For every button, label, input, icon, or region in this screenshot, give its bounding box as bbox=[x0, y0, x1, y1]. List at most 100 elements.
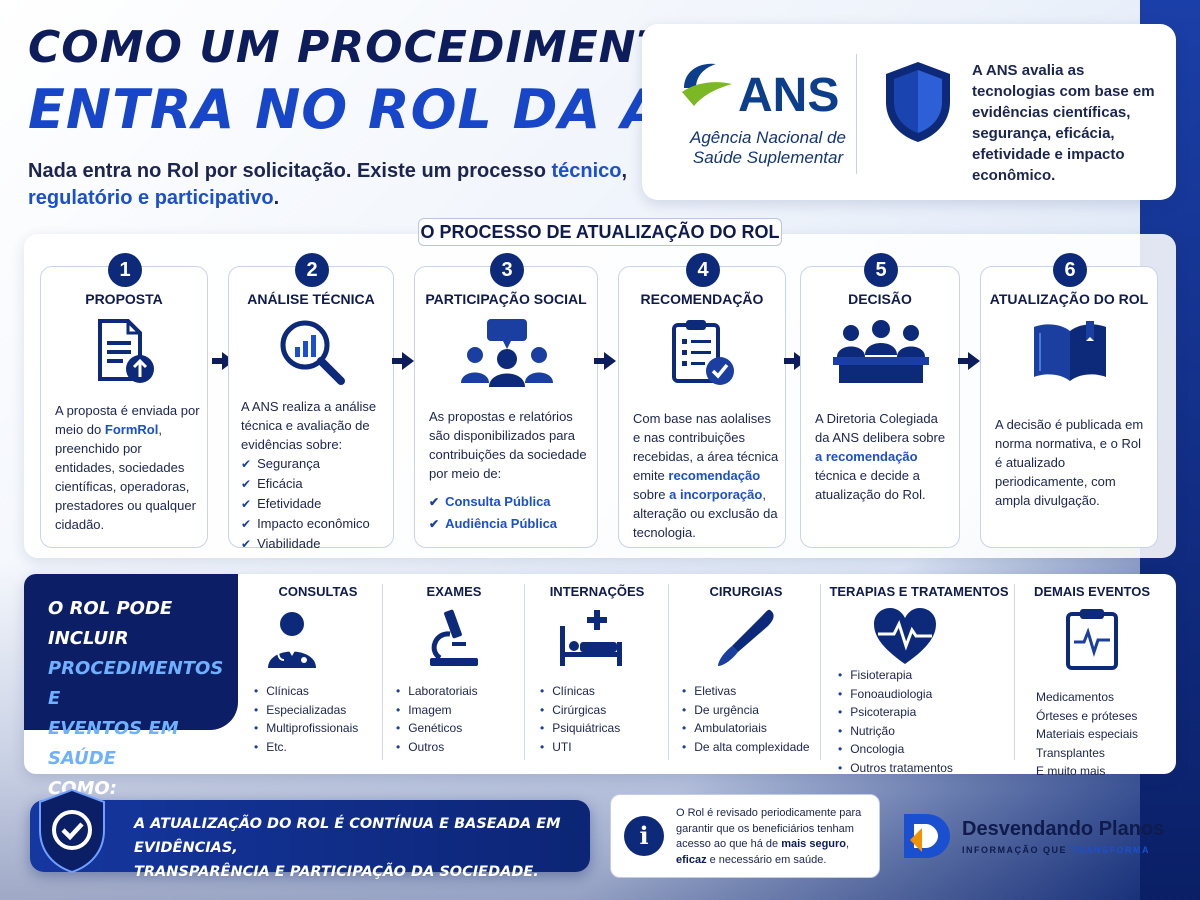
ans-description: A ANS avalia as tecnologias com base em … bbox=[972, 62, 1155, 184]
agency-name: Agência Nacional de Saúde Suplementar bbox=[690, 128, 846, 167]
step-text-part: , alteração ou exclusão da tecnologia. bbox=[633, 487, 778, 540]
step-title: DECISÃO bbox=[848, 291, 912, 307]
info-bold: eficaz bbox=[676, 853, 707, 866]
info-text-part: O Rol é revisado periodicamente para gar… bbox=[676, 807, 862, 850]
subtitle-highlight: técnico bbox=[551, 160, 622, 182]
category-item: Eletivas bbox=[682, 682, 810, 701]
step-number: 2 bbox=[295, 253, 329, 287]
brand-tagline-highlight: TRANSFORMA bbox=[1071, 845, 1150, 855]
brand-tagline-part: INFORMAÇÃO QUE bbox=[962, 845, 1071, 855]
hospital-bed-icon bbox=[560, 610, 622, 666]
step-description: A proposta é enviada por meio do FormRol… bbox=[55, 401, 201, 534]
category-item: Outros bbox=[396, 738, 478, 757]
participation-item: Consulta Pública bbox=[429, 491, 589, 513]
category-item: Laboratoriais bbox=[396, 682, 477, 701]
step-description: As propostas e relatórios são disponibil… bbox=[429, 407, 589, 535]
category-item: Clínicas bbox=[254, 682, 358, 701]
step-text-part: sobre bbox=[633, 487, 670, 502]
category-item: Imagem bbox=[396, 701, 478, 720]
category-item: Especializadas bbox=[254, 701, 358, 720]
divider bbox=[524, 584, 525, 760]
category-item: UTI bbox=[540, 738, 620, 757]
category-item: Psiquiátricas bbox=[540, 719, 620, 738]
category-items: Eletivas De urgência Ambulatoriais De al… bbox=[682, 682, 810, 756]
category-terapias: TERAPIAS E TRATAMENTOS Fisioterapia Fono… bbox=[828, 584, 1010, 775]
rol-intro-line: PROCEDIMENTOS E bbox=[48, 658, 224, 709]
scalpel-icon bbox=[718, 609, 774, 666]
category-item: Nutrição bbox=[838, 722, 953, 741]
step-text-part: , preenchido por entidades, sociedades c… bbox=[55, 422, 196, 532]
brand-name: Desvendando Planos bbox=[962, 818, 1165, 840]
info-bold: mais seguro bbox=[781, 838, 847, 850]
criteria-item: Impacto econômico bbox=[241, 514, 387, 534]
conclusion-line: A ATUALIZAÇÃO DO ROL É CONTÍNUA E BASEAD… bbox=[134, 816, 561, 856]
step-text-part: A ANS realiza a análise técnica e avalia… bbox=[241, 399, 377, 452]
process-section-title: O PROCESSO DE ATUALIZAÇÃO DO ROL bbox=[418, 218, 782, 246]
document-upload-icon bbox=[98, 319, 154, 383]
recomendacao-highlight: recomendação bbox=[668, 468, 761, 483]
step-number: 3 bbox=[490, 253, 524, 287]
rol-intro-panel bbox=[24, 574, 238, 730]
criteria-list: Segurança Eficácia Efetividade Impacto e… bbox=[241, 454, 387, 554]
arrow-right-icon bbox=[392, 352, 414, 370]
category-item: Psicoterapia bbox=[838, 703, 953, 722]
category-item: Órteses e próteses bbox=[1036, 708, 1138, 723]
shield-check-icon bbox=[39, 788, 105, 874]
step-title: PARTICIPAÇÃO SOCIAL bbox=[425, 291, 587, 307]
shield-icon bbox=[886, 62, 950, 142]
category-title: TERAPIAS E TRATAMENTOS bbox=[829, 584, 1009, 599]
category-title: INTERNAÇÕES bbox=[549, 584, 645, 599]
arrow-right-icon bbox=[594, 352, 616, 370]
magnifier-chart-icon bbox=[280, 320, 345, 385]
category-item: Materiais especiais bbox=[1036, 727, 1139, 741]
board-meeting-icon bbox=[833, 320, 929, 383]
open-book-icon bbox=[1034, 321, 1106, 381]
criteria-item: Viabilidade bbox=[241, 534, 387, 554]
step-number: 6 bbox=[1053, 253, 1087, 287]
step-text-part: técnica e decide a atualização do Rol. bbox=[815, 468, 926, 502]
category-item: E muito mais bbox=[1036, 764, 1106, 778]
step-text-part: A proposta é enviada por meio do bbox=[55, 403, 200, 437]
step-analise-tecnica: 2 ANÁLISE TÉCNICA A ANS realiza a anális… bbox=[228, 253, 394, 551]
category-demais-eventos: DEMAIS EVENTOS Medicamentos Órteses e pr… bbox=[1022, 584, 1162, 778]
formrol-highlight: FormRol bbox=[104, 422, 159, 437]
divider bbox=[856, 54, 857, 174]
brand-tagline: INFORMAÇÃO QUE TRANSFORMA bbox=[962, 845, 1150, 855]
rol-intro-line: O ROL PODE INCLUIR bbox=[48, 598, 173, 649]
category-item: Transplantes bbox=[1036, 745, 1105, 760]
step-title: PROPOSTA bbox=[85, 291, 163, 307]
category-item: Medicamentos bbox=[1036, 690, 1115, 704]
step-title: RECOMENDAÇÃO bbox=[640, 291, 764, 307]
step-description: A ANS realiza a análise técnica e avalia… bbox=[241, 397, 387, 554]
info-icon: i bbox=[624, 816, 664, 856]
people-discussion-icon bbox=[461, 319, 553, 387]
info-text-part: e necessário em saúde. bbox=[706, 853, 827, 866]
heart-pulse-icon bbox=[874, 608, 936, 664]
conclusion-line: TRANSPARÊNCIA E PARTICIPAÇÃO DA SOCIEDAD… bbox=[134, 864, 539, 880]
category-internacoes: INTERNAÇÕES Clínicas Cirúrgicas Psiquiát… bbox=[534, 584, 660, 768]
step-atualizacao: 6 ATUALIZAÇÃO DO ROL A decisão é publica… bbox=[980, 253, 1158, 548]
category-cirurgias: CIRURGIAS Eletivas De urgência Ambulator… bbox=[678, 584, 814, 768]
category-item: Multiprofissionais bbox=[254, 719, 358, 738]
subtitle-text: , bbox=[621, 160, 628, 182]
step-description: Com base nas aolalises e nas contribuiçõ… bbox=[633, 409, 781, 542]
criteria-item: Eficácia bbox=[241, 474, 387, 494]
ans-logo-mark-icon bbox=[682, 63, 732, 106]
subtitle-text: Nada entra no Rol por solicitação. Exist… bbox=[28, 160, 552, 182]
category-items: Laboratoriais Imagem Genéticos Outros bbox=[396, 682, 478, 757]
category-consultas: CONSULTAS Clínicas Especializadas Multip… bbox=[250, 584, 386, 768]
step-recomendacao: 4 RECOMENDAÇÃO Com base nas aolalises e … bbox=[618, 253, 786, 548]
microscope-icon bbox=[430, 609, 478, 666]
step-text-part: Com base nas aolalises e nas contribuiçõ… bbox=[633, 411, 779, 483]
criteria-item: Efetividade bbox=[241, 494, 387, 514]
category-items: Clínicas Cirúrgicas Psiquiátricas UTI bbox=[540, 682, 620, 756]
step-number: 5 bbox=[864, 253, 898, 287]
step-number: 1 bbox=[108, 253, 142, 287]
category-items: Fisioterapia Fonoaudiologia Psicoterapia… bbox=[838, 666, 953, 777]
step-text-part: A Diretoria Colegiada da ANS delibera so… bbox=[815, 411, 946, 445]
category-items: Medicamentos Órteses e próteses Materiai… bbox=[1036, 688, 1138, 781]
category-exames: EXAMES Laboratoriais Imagem Genéticos Ou… bbox=[392, 584, 516, 768]
recomendacao-highlight: a recomendação bbox=[815, 449, 918, 464]
info-text: O Rol é revisado periodicamente para gar… bbox=[676, 806, 872, 868]
category-item: Fonoaudiologia bbox=[838, 685, 953, 704]
